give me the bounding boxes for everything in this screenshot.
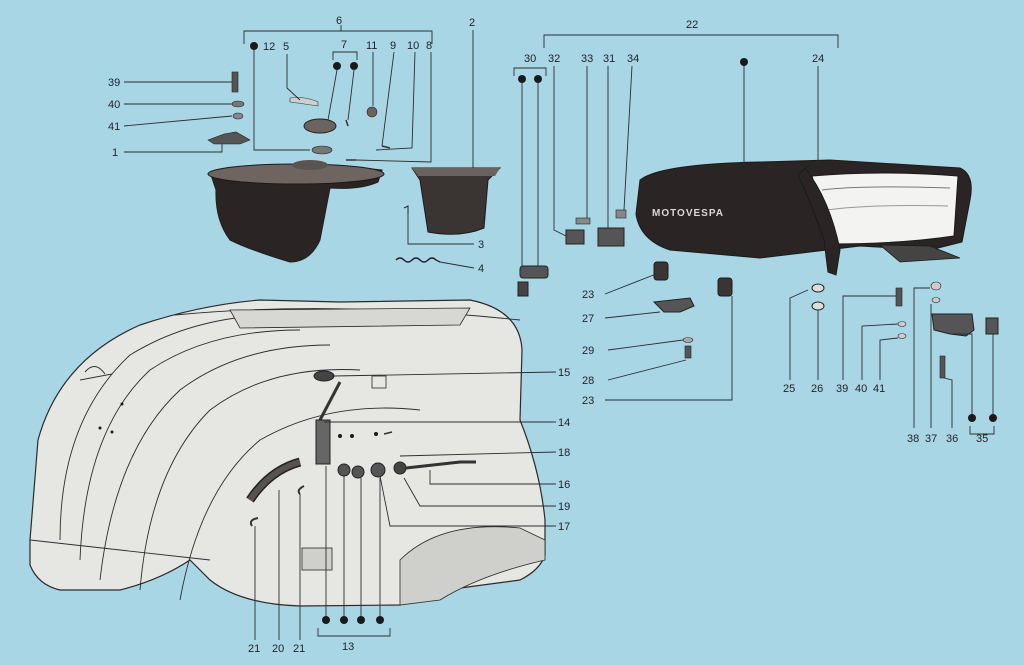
leader-lines	[123, 25, 995, 640]
small-parts-tank	[207, 71, 391, 161]
seat-brand-text: MOTOVESPA	[652, 208, 724, 219]
label-part-40-right: 40	[855, 383, 867, 395]
seat: MOTOVESPA	[635, 159, 972, 276]
label-part-9: 9	[390, 40, 396, 52]
label-part-34: 34	[627, 53, 639, 65]
label-part-31: 31	[603, 53, 615, 65]
part-number-labels: 6 2 12 5 7 11 9 10 8 39 40 41 1 3 4 22 3…	[108, 15, 988, 655]
frame-body-shell	[29, 299, 546, 607]
label-part-24: 24	[812, 53, 824, 65]
label-part-6: 6	[336, 15, 342, 27]
seat-small-parts	[652, 261, 999, 379]
label-part-36: 36	[946, 433, 958, 445]
label-part-10: 10	[407, 40, 419, 52]
label-part-23: 23	[582, 289, 594, 301]
label-part-23-lower: 23	[582, 395, 594, 407]
label-part-21: 21	[248, 643, 260, 655]
label-part-26: 26	[811, 383, 823, 395]
label-part-4: 4	[478, 263, 484, 275]
label-part-41: 41	[108, 121, 120, 133]
label-part-20: 20	[272, 643, 284, 655]
label-part-29: 29	[582, 345, 594, 357]
label-part-7: 7	[341, 39, 347, 51]
spring-and-clip	[395, 205, 441, 263]
label-part-22: 22	[686, 19, 698, 31]
label-part-12: 12	[263, 41, 275, 53]
seat-lock-parts	[517, 209, 627, 297]
label-part-21-second: 21	[293, 643, 305, 655]
fuel-tank	[207, 160, 385, 263]
label-part-39-right: 39	[836, 383, 848, 395]
label-part-5: 5	[283, 41, 289, 53]
label-part-33: 33	[581, 53, 593, 65]
label-part-30: 30	[524, 53, 536, 65]
label-part-38: 38	[907, 433, 919, 445]
label-part-41-right: 41	[873, 383, 885, 395]
label-part-18: 18	[558, 447, 570, 459]
label-part-15: 15	[558, 367, 570, 379]
label-part-11: 11	[366, 40, 377, 52]
label-part-17: 17	[558, 521, 570, 533]
label-part-40: 40	[108, 99, 120, 111]
label-part-28: 28	[582, 375, 594, 387]
label-part-8: 8	[426, 40, 432, 52]
label-part-19: 19	[558, 501, 570, 513]
label-part-27: 27	[582, 313, 594, 325]
label-part-13: 13	[342, 641, 354, 653]
marker-dots	[250, 42, 997, 624]
label-part-25: 25	[783, 383, 795, 395]
label-part-37: 37	[925, 433, 937, 445]
label-part-2: 2	[469, 17, 475, 29]
storage-bin	[411, 167, 502, 235]
fuel-tap-assembly	[246, 370, 476, 527]
label-part-32: 32	[548, 53, 560, 65]
label-part-3: 3	[478, 239, 484, 251]
label-part-35: 35	[976, 433, 988, 445]
label-part-16: 16	[558, 479, 570, 491]
label-part-1: 1	[112, 147, 118, 159]
label-part-14: 14	[558, 417, 570, 429]
label-part-39: 39	[108, 77, 120, 89]
